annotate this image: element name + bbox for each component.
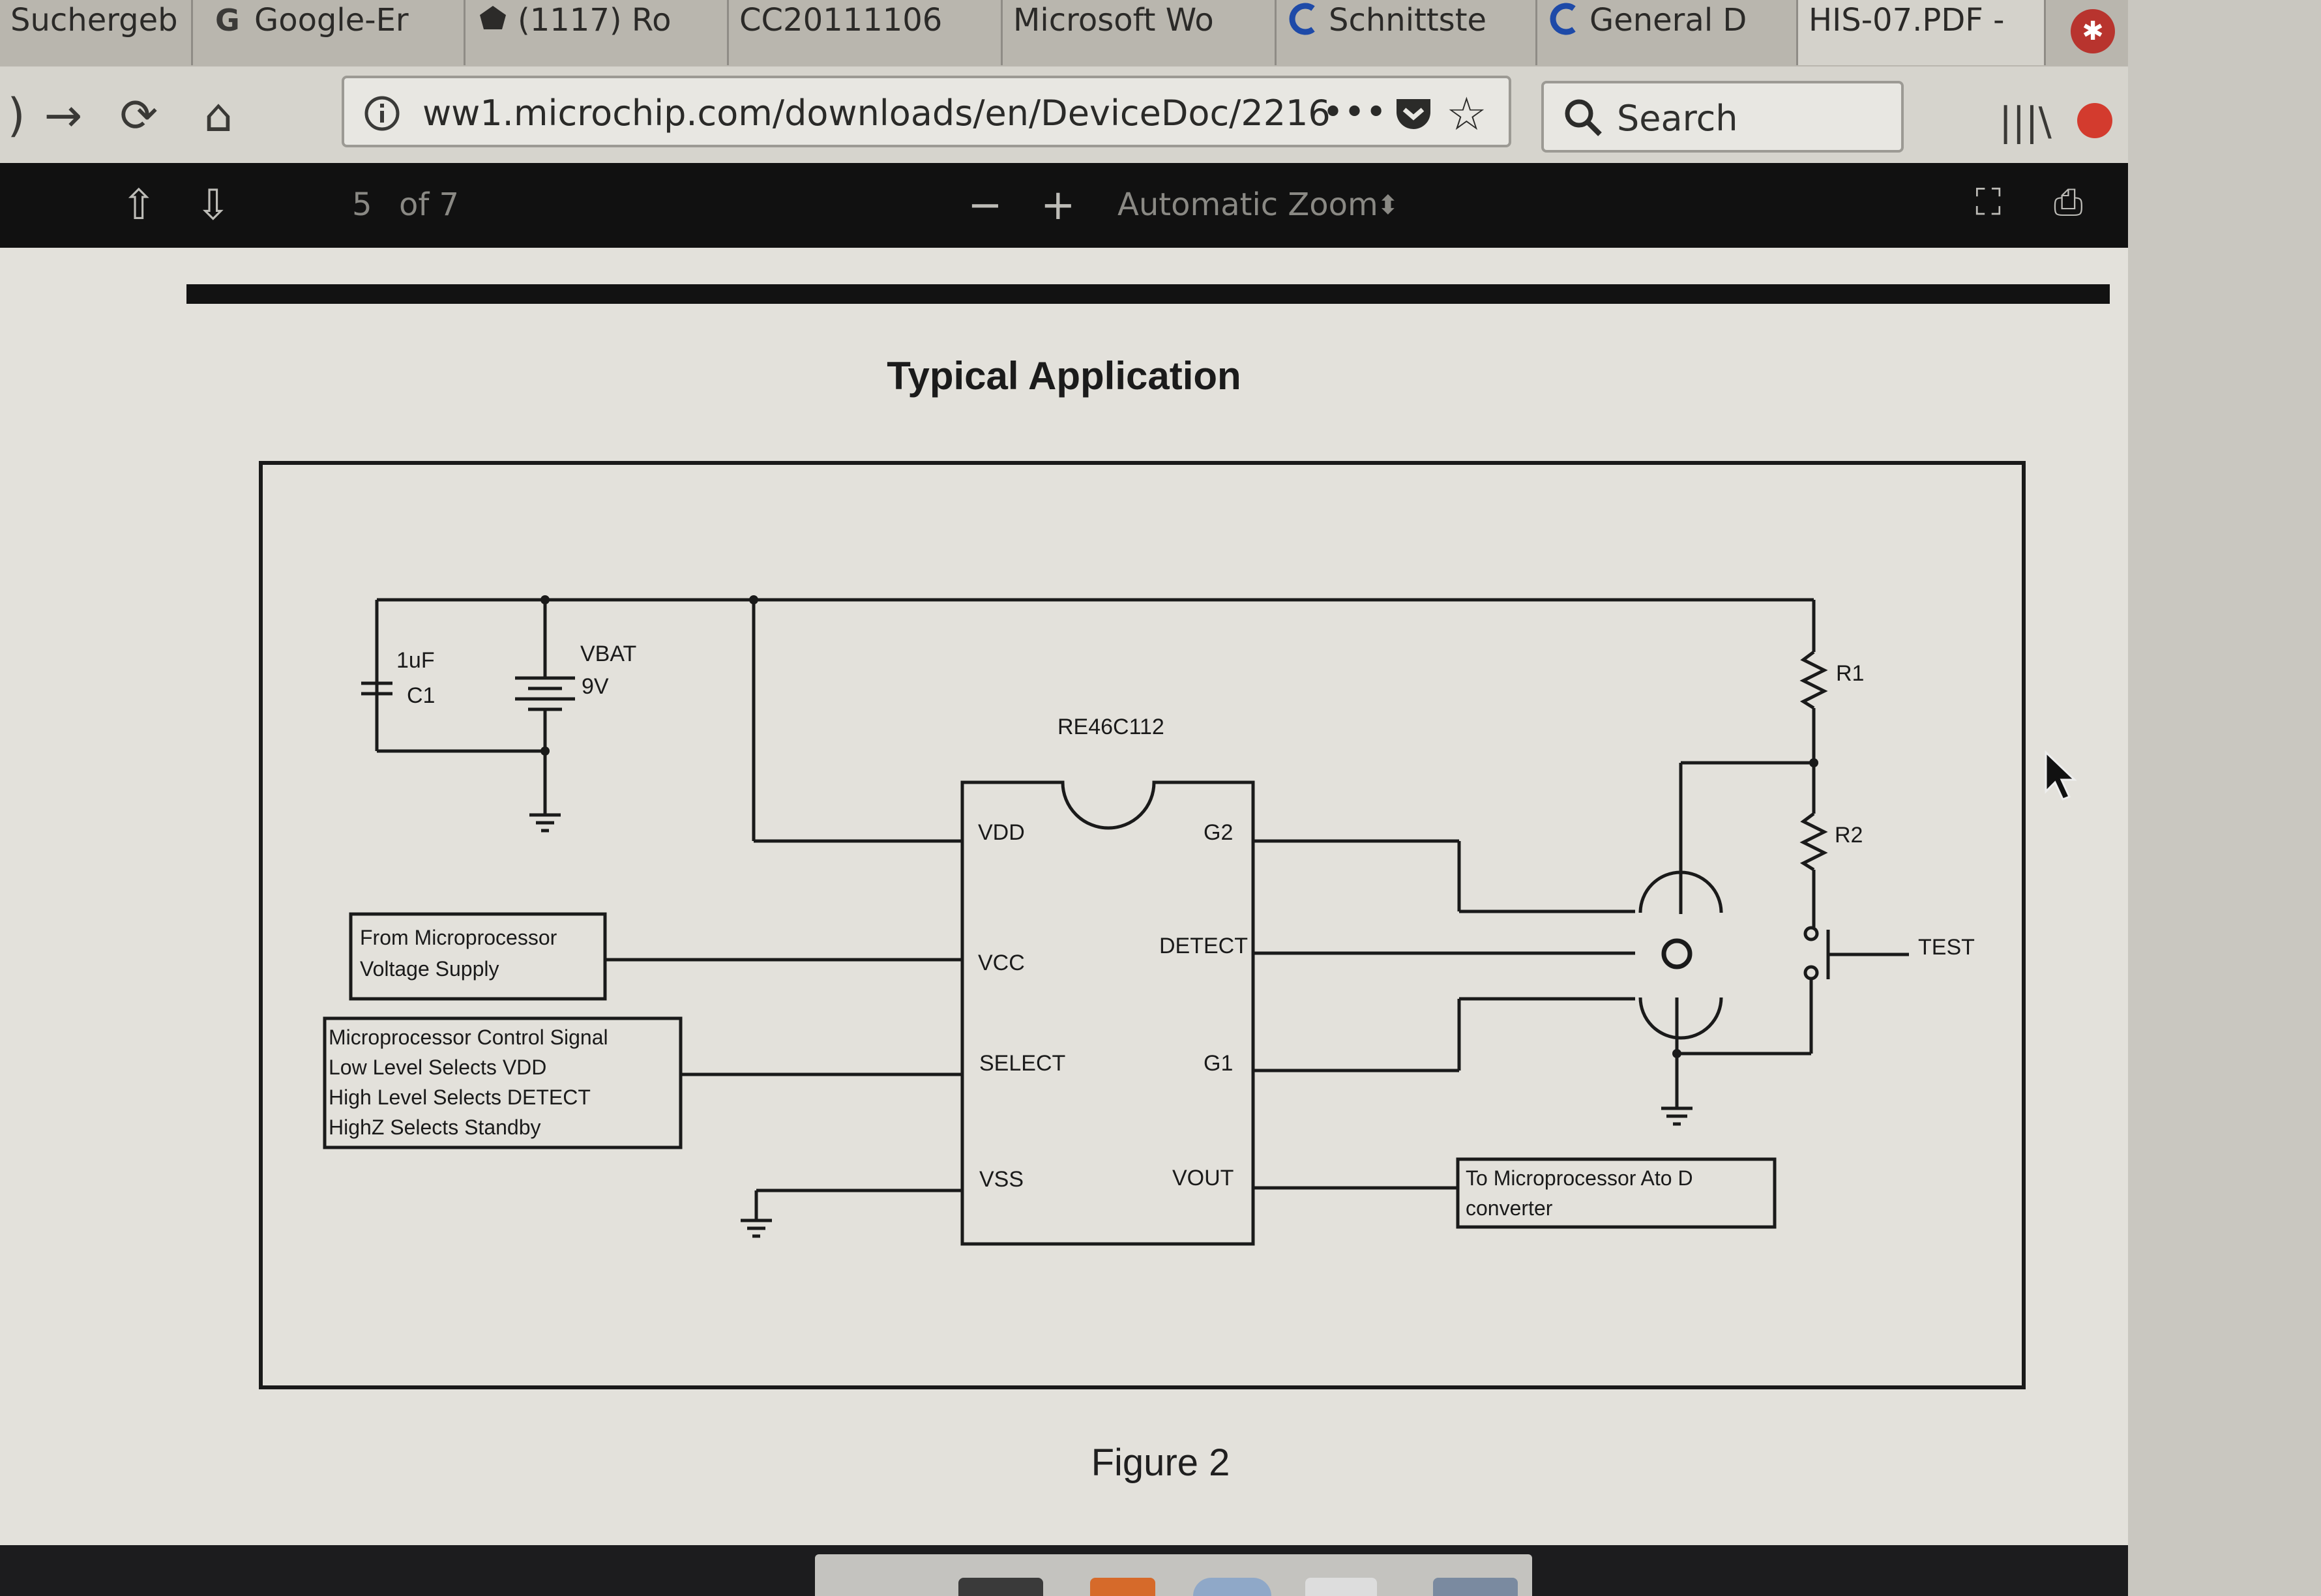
mouse-cursor-icon bbox=[2045, 750, 2077, 801]
reload-button[interactable]: ⟳ bbox=[119, 89, 158, 142]
adc-box-line: converter bbox=[1466, 1196, 1553, 1220]
pin-label-vout: VOUT bbox=[1172, 1166, 1234, 1190]
control-box bbox=[323, 1016, 683, 1149]
pin-label-g2: G2 bbox=[1204, 820, 1234, 845]
tab-label: General D bbox=[1589, 2, 1747, 38]
supply-box bbox=[349, 912, 607, 1001]
forward-button[interactable]: → bbox=[44, 89, 83, 142]
control-box-text: Microprocessor Control Signal Low Level … bbox=[329, 1022, 608, 1142]
search-icon bbox=[1562, 96, 1604, 141]
tab-cc-document[interactable]: CC20111106 bbox=[729, 0, 1003, 65]
tab-label: CC20111106 bbox=[739, 2, 943, 38]
page-count: of 7 bbox=[399, 186, 460, 223]
text-editor-app-icon[interactable] bbox=[1305, 1578, 1377, 1596]
figure-caption: Figure 2 bbox=[1091, 1441, 1230, 1484]
tab-suchergebnisse[interactable]: Suchergeb bbox=[0, 0, 193, 65]
ic-body bbox=[960, 780, 1255, 1246]
capacitor-name-label: C1 bbox=[407, 683, 436, 708]
pin-label-g1: G1 bbox=[1204, 1051, 1234, 1076]
adc-box-text: To Microprocessor Ato D converter bbox=[1466, 1163, 1693, 1223]
tab-microsoft-word[interactable]: Microsoft Wo bbox=[1003, 0, 1277, 65]
control-box-line: HighZ Selects Standby bbox=[329, 1116, 541, 1139]
next-page-button[interactable]: ⇩ bbox=[196, 181, 231, 229]
pocket-icon[interactable] bbox=[1393, 93, 1434, 137]
tab-his-07-pdf[interactable]: HIS-07.PDF - bbox=[1798, 0, 2046, 65]
search-box[interactable]: Search bbox=[1541, 81, 1904, 153]
pdf-toolbar: ⇧ ⇩ 5 of 7 − + Automatic Zoom ⬍ ⛶ ⎙ bbox=[0, 163, 2128, 248]
tab-schnittstelle[interactable]: Schnittste bbox=[1277, 0, 1537, 65]
tab-general[interactable]: General D bbox=[1537, 0, 1798, 65]
presentation-mode-icon[interactable]: ⛶ bbox=[1975, 181, 2002, 224]
tab-label: Suchergeb bbox=[10, 2, 178, 38]
document-viewport: Typical Application bbox=[0, 248, 2128, 1545]
browser-app-icon[interactable] bbox=[1193, 1578, 1271, 1596]
pin-label-vss: VSS bbox=[979, 1167, 1024, 1192]
svg-text:G: G bbox=[215, 3, 240, 38]
zoom-select[interactable]: Automatic Zoom bbox=[1117, 186, 1378, 223]
schematic-diagram bbox=[259, 461, 2026, 1389]
supply-box-text: From Microprocessor Voltage Supply bbox=[360, 922, 557, 984]
tab-label: Google-Er bbox=[254, 2, 409, 38]
extension-icon[interactable] bbox=[2077, 103, 2112, 138]
search-placeholder: Search bbox=[1617, 98, 1738, 139]
page-header-rule bbox=[186, 284, 2110, 304]
back-button[interactable]: ) bbox=[7, 89, 25, 142]
navigation-toolbar: ) → ⟳ ⌂ ww1.microchip.com/downloads/en/D… bbox=[0, 66, 2128, 163]
pin-label-detect: DETECT bbox=[1159, 934, 1248, 958]
zoom-out-button[interactable]: − bbox=[968, 181, 1003, 229]
test-label: TEST bbox=[1918, 935, 1975, 960]
file-manager-icon[interactable] bbox=[1433, 1578, 1518, 1596]
tab-label: HIS-07.PDF - bbox=[1809, 2, 2005, 38]
google-icon: G bbox=[213, 2, 246, 38]
page-title: Typical Application bbox=[887, 354, 1241, 398]
supply-box-line: From Microprocessor bbox=[360, 926, 557, 949]
adc-box bbox=[1456, 1157, 1777, 1229]
tab-google[interactable]: G Google-Er bbox=[202, 0, 466, 65]
zoom-select-arrows-icon: ⬍ bbox=[1377, 190, 1399, 220]
pin-label-select: SELECT bbox=[979, 1051, 1066, 1076]
ic-name-label: RE46C112 bbox=[1057, 715, 1164, 739]
control-box-line: High Level Selects DETECT bbox=[329, 1086, 591, 1109]
resistor-r1 bbox=[1799, 651, 1828, 710]
schematic-frame bbox=[259, 461, 2026, 1389]
control-box-line: Low Level Selects VDD bbox=[329, 1056, 547, 1079]
control-box-line: Microprocessor Control Signal bbox=[329, 1026, 608, 1049]
url-text: ww1.microchip.com/downloads/en/DeviceDoc… bbox=[422, 93, 1331, 134]
chat-bubble-icon bbox=[476, 2, 510, 36]
print-icon[interactable]: ⎙ bbox=[2054, 181, 2083, 224]
resistor-r1-label: R1 bbox=[1836, 661, 1865, 686]
page-number-input[interactable]: 5 bbox=[352, 186, 372, 223]
tab-label: Schnittste bbox=[1329, 2, 1487, 38]
bookmark-star-icon[interactable]: ☆ bbox=[1446, 87, 1487, 141]
site-c-icon bbox=[1287, 2, 1321, 36]
supply-box-line: Voltage Supply bbox=[360, 957, 499, 981]
adc-box-line: To Microprocessor Ato D bbox=[1466, 1166, 1693, 1190]
library-icon[interactable]: |||\ bbox=[1999, 99, 2052, 145]
pin-label-vcc: VCC bbox=[978, 951, 1025, 975]
capacitor-value-label: 1uF bbox=[396, 648, 435, 673]
zoom-in-button[interactable]: + bbox=[1041, 181, 1076, 229]
resistor-r2-label: R2 bbox=[1835, 823, 1863, 848]
address-bar[interactable]: ww1.microchip.com/downloads/en/DeviceDoc… bbox=[342, 76, 1511, 147]
home-button[interactable]: ⌂ bbox=[203, 89, 233, 142]
previous-page-button[interactable]: ⇧ bbox=[121, 181, 156, 229]
page-actions-icon[interactable]: ••• bbox=[1322, 91, 1387, 134]
site-c-icon bbox=[1548, 2, 1582, 36]
taskbar-dock bbox=[815, 1554, 1532, 1596]
app-icon[interactable] bbox=[1090, 1578, 1155, 1596]
tab-youtube-notification[interactable]: (1117) Ro bbox=[466, 0, 729, 65]
microchip-icon[interactable]: ✱ bbox=[2071, 9, 2115, 53]
battery-value-label: 9V bbox=[582, 674, 609, 699]
desktop-app-icon[interactable] bbox=[958, 1578, 1043, 1596]
tab-strip: Suchergeb G Google-Er (1117) Ro CC201111… bbox=[0, 0, 2128, 68]
battery-name-label: VBAT bbox=[580, 642, 637, 666]
tab-label: Microsoft Wo bbox=[1013, 2, 1214, 38]
tab-label: (1117) Ro bbox=[518, 2, 672, 38]
site-info-icon[interactable] bbox=[362, 94, 402, 136]
pin-label-vdd: VDD bbox=[978, 820, 1025, 845]
resistor-r2 bbox=[1799, 812, 1828, 872]
